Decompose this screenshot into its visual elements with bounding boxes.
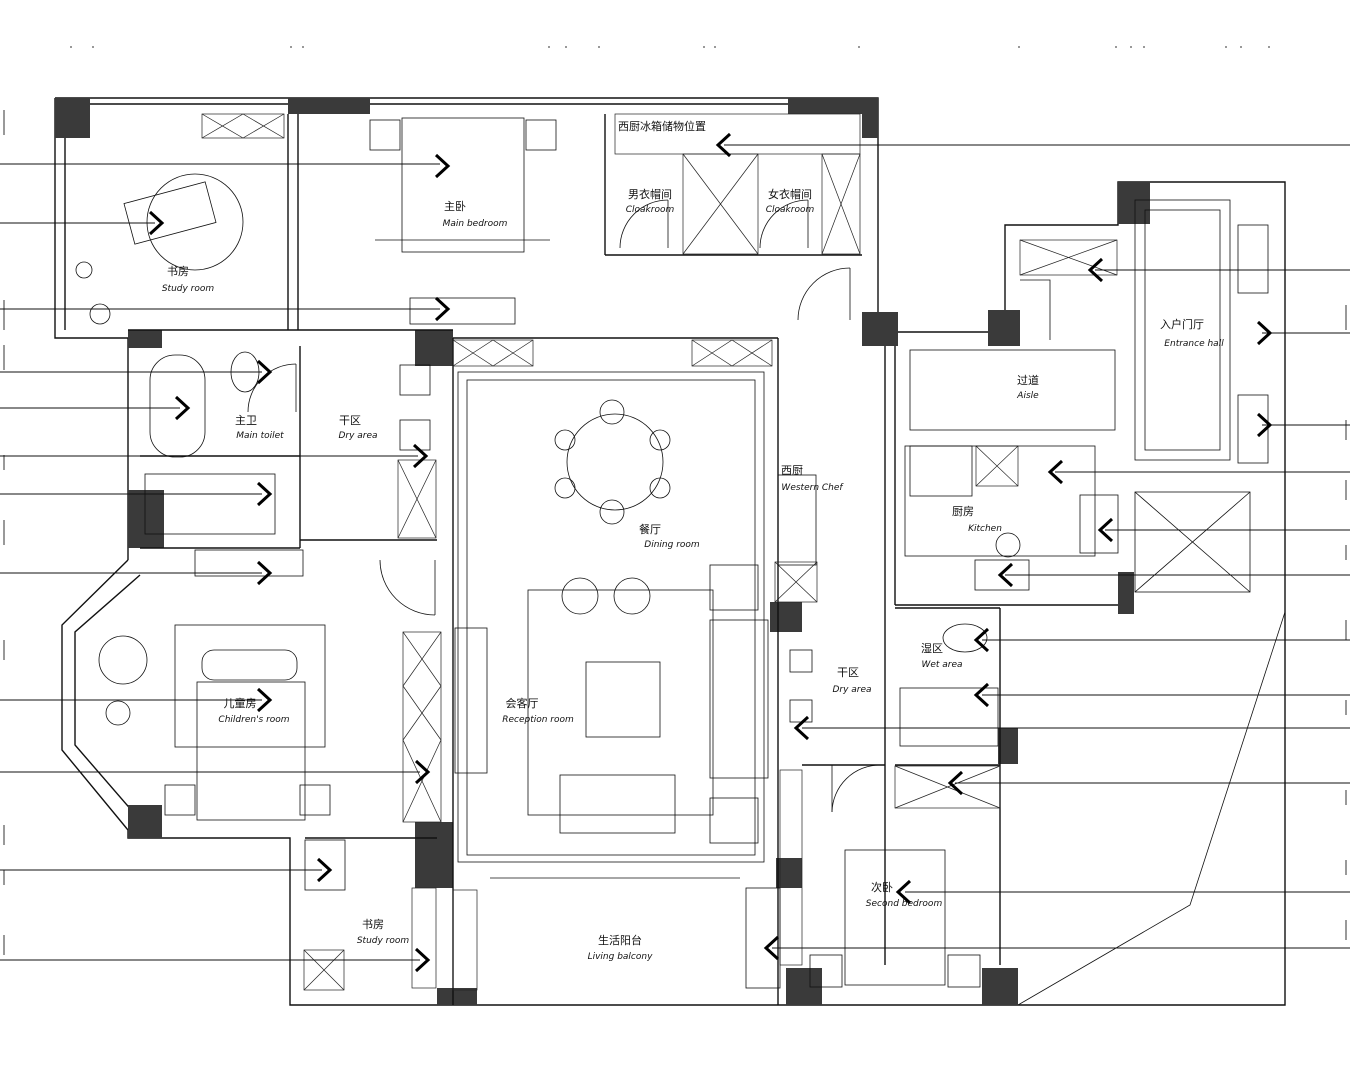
chevron-view-marker-icon <box>1256 320 1273 346</box>
study-room-1-sublabel: Study room <box>162 284 215 294</box>
chevron-view-marker-icon <box>973 682 990 708</box>
cloakroom-female-label: 女衣帽间 <box>768 187 812 201</box>
study-room-1-label: 书房 <box>167 265 189 278</box>
western-chef-label: 西厨 <box>781 464 803 477</box>
chevron-view-marker-icon <box>434 296 451 322</box>
childrens-room-sublabel: Children's room <box>218 715 289 725</box>
study-room-2-sublabel: Study room <box>357 936 410 946</box>
cloakroom-male-sublabel: Cloakroom <box>626 205 675 215</box>
living-balcony-label: 生活阳台 <box>598 933 642 947</box>
cloakroom-female-sublabel: Cloakroom <box>766 205 815 215</box>
chevron-view-marker-icon <box>414 759 431 785</box>
living-balcony-sublabel: Living balcony <box>588 952 654 962</box>
cloakroom-male-label: 男衣帽间 <box>628 187 672 201</box>
chevron-view-marker-icon <box>412 443 429 469</box>
exterior-walls <box>54 97 1286 1006</box>
plant-icon <box>89 303 111 325</box>
kitchen-sublabel: Kitchen <box>968 524 1002 534</box>
dry-area-1-label: 干区 <box>339 414 361 427</box>
chevron-view-marker-icon <box>715 132 732 158</box>
wet-area-sublabel: Wet area <box>921 660 962 670</box>
wet-area-label: 湿区 <box>921 642 943 655</box>
main-toilet-sublabel: Main toilet <box>236 431 284 441</box>
aisle-label: 过道 <box>1017 373 1039 387</box>
main-toilet-label: 主卫 <box>235 414 257 427</box>
reception-room-sublabel: Reception room <box>502 715 574 725</box>
dining-room-sublabel: Dining room <box>644 540 700 550</box>
chevron-view-marker-icon <box>1047 459 1064 485</box>
double-bed-icon <box>401 117 525 253</box>
chevron-view-marker-icon <box>947 770 964 796</box>
chevron-view-marker-icon <box>1097 517 1114 543</box>
kitchen-label: 厨房 <box>952 505 974 518</box>
stove-icon <box>1079 494 1119 554</box>
chevron-view-marker-icon <box>256 687 273 713</box>
childrens-room-label: 儿童房 <box>224 696 257 710</box>
chevron-view-marker-icon <box>973 627 990 653</box>
cabinets <box>201 113 1118 991</box>
chevron-view-marker-icon <box>793 715 810 741</box>
sink-icon <box>789 649 813 673</box>
chevron-view-marker-icon <box>256 359 273 385</box>
chevron-view-marker-icon <box>256 481 273 507</box>
second-bedroom-label: 次卧 <box>871 880 893 894</box>
furniture <box>75 117 1269 989</box>
toilet-icon <box>942 623 988 653</box>
structural-columns <box>55 98 1150 1005</box>
reception-room-label: 会客厅 <box>506 696 539 710</box>
double-bed-icon <box>196 681 306 821</box>
chevron-view-marker-icon <box>997 562 1014 588</box>
second-bedroom-sublabel: Second bedroom <box>866 899 943 909</box>
double-bed-icon <box>844 849 946 986</box>
chevron-view-marker-icon <box>174 395 191 421</box>
chevron-view-marker-icon <box>763 935 780 961</box>
main-bedroom-label: 主卧 <box>444 200 466 213</box>
entrance-hall-sublabel: Entrance hall <box>1164 339 1224 349</box>
storage-label: 西厨冰箱储物位置 <box>618 119 706 133</box>
main-bedroom-sublabel: Main bedroom <box>443 219 508 229</box>
dry-area-1-sublabel: Dry area <box>338 431 377 441</box>
chevron-view-marker-icon <box>256 560 273 586</box>
entrance-hall-label: 入户门厅 <box>1160 317 1204 331</box>
chevron-view-marker-icon <box>895 879 912 905</box>
sink-icon <box>399 364 431 396</box>
bathtub-icon <box>149 354 206 458</box>
room-labels: 书房 Study room 主卧 Main bedroom 西厨冰箱储物位置 男… <box>162 119 1224 962</box>
dining-room-label: 餐厅 <box>639 522 661 536</box>
aisle-sublabel: Aisle <box>1016 391 1039 401</box>
chevron-view-marker-icon <box>148 210 165 236</box>
chevron-view-marker-icon <box>414 947 431 973</box>
chevron-view-marker-icon <box>434 153 451 179</box>
view-markers <box>148 132 1273 973</box>
dry-area-2-sublabel: Dry area <box>832 685 871 695</box>
chevron-view-marker-icon <box>316 857 333 883</box>
round-table-icon <box>146 173 244 271</box>
sofa-icon <box>709 619 769 779</box>
interior-walls <box>128 114 1118 1005</box>
chevron-view-marker-icon <box>1256 412 1273 438</box>
plant-icon <box>75 261 93 279</box>
western-chef-sublabel: Western Chef <box>781 483 844 493</box>
chevron-view-marker-icon <box>1087 257 1104 283</box>
dry-area-2-label: 干区 <box>837 666 859 679</box>
leader-lines <box>0 144 1350 961</box>
study-room-2-label: 书房 <box>362 918 384 931</box>
